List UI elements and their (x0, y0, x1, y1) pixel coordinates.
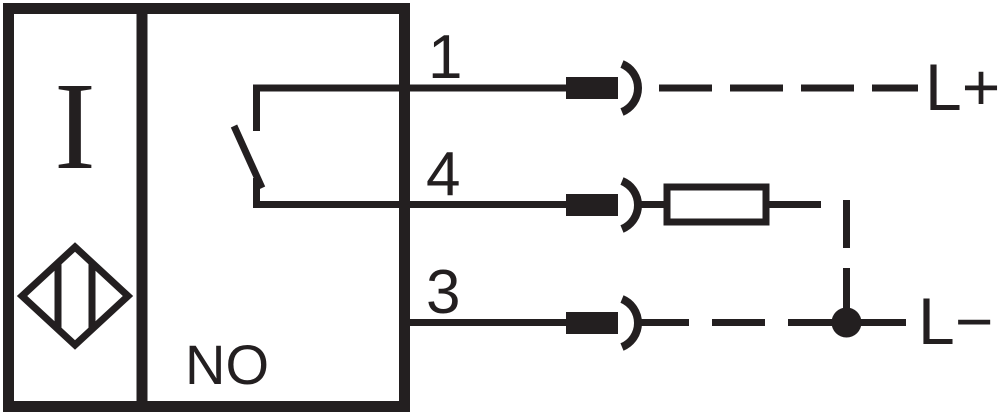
circuit-row-3: 3 L− (404, 258, 993, 358)
connector-socket-4 (620, 177, 642, 233)
inductive-sensor-diamond-icon (16, 242, 134, 350)
connector-socket-1 (620, 60, 642, 116)
switch-blade (230, 124, 266, 190)
sensor-type-symbols: I (16, 58, 134, 350)
connector-pin-4 (566, 194, 618, 216)
diamond-outline (16, 242, 134, 350)
supply-positive-label: L+ (925, 50, 1000, 124)
resistor-icon (663, 183, 770, 226)
connector-pin-3 (566, 312, 618, 334)
terminal-number-1: 1 (428, 23, 462, 92)
circuit-row-1: 1 L+ (404, 23, 1000, 124)
contact-state-label: NO (185, 333, 269, 396)
terminal-number-3: 3 (426, 258, 460, 327)
connector-pin-1 (566, 77, 618, 99)
junction-dot (831, 307, 862, 338)
circuit-row-2: 4 (404, 140, 850, 316)
connector-socket-3 (620, 295, 642, 351)
supply-negative-label: L− (918, 284, 993, 358)
sensor-letter-I: I (54, 58, 96, 196)
terminal-number-4: 4 (426, 140, 460, 209)
no-switch-symbol (230, 84, 412, 208)
